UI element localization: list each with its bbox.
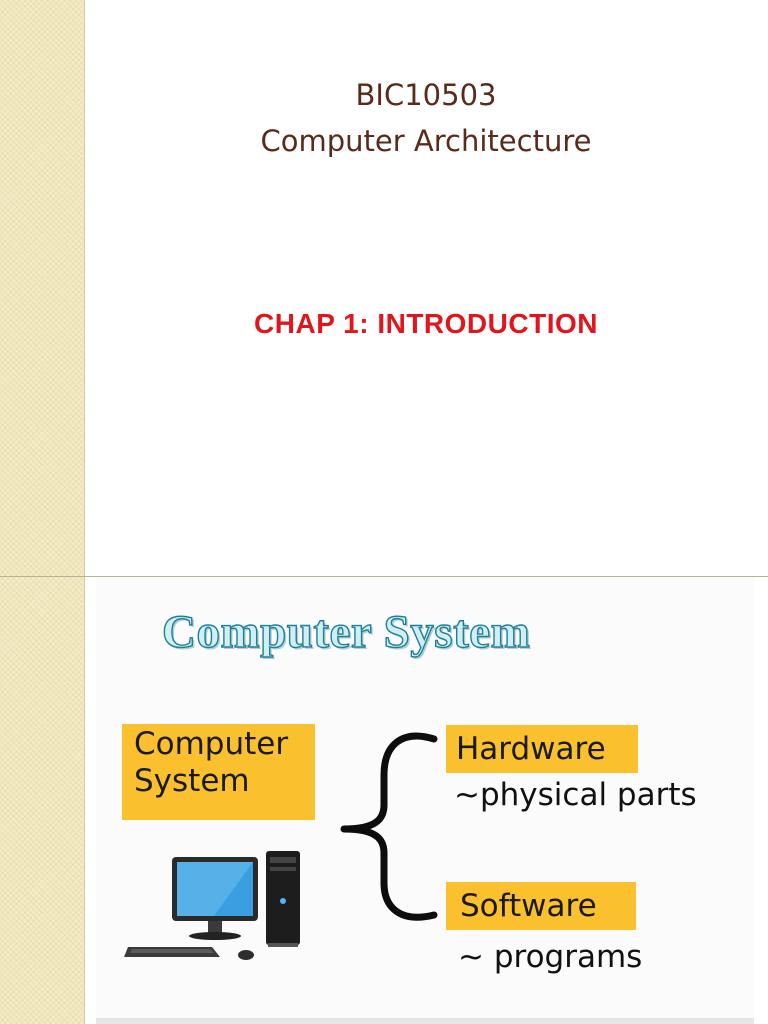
computer-system-diagram: Computer System Computer System Hardware… bbox=[96, 577, 754, 1024]
diagram-title: Computer System bbox=[161, 605, 531, 658]
course-name: Computer Architecture bbox=[260, 124, 592, 158]
slide-bottom-bar bbox=[96, 1018, 754, 1024]
software-description: ~ programs bbox=[458, 939, 643, 975]
slide-computer-system: Computer System Computer System Hardware… bbox=[0, 577, 768, 1024]
curly-brace-icon bbox=[340, 732, 438, 921]
slide-divider bbox=[0, 576, 768, 577]
desktop-computer-icon bbox=[124, 851, 300, 960]
computer-system-tag-line2: System bbox=[134, 763, 250, 799]
hardware-description: ~physical parts bbox=[454, 777, 697, 813]
slide-sidebar-pattern bbox=[0, 0, 85, 576]
chapter-heading: CHAP 1: INTRODUCTION bbox=[254, 308, 598, 339]
slide-sidebar-pattern bbox=[0, 577, 85, 1024]
slide-title: BIC10503 Computer Architecture CHAP 1: I… bbox=[0, 0, 598, 576]
software-tag: Software bbox=[446, 882, 636, 930]
computer-system-tag: Computer System bbox=[122, 724, 315, 820]
computer-system-tag-line1: Computer bbox=[134, 726, 289, 762]
course-code: BIC10503 bbox=[355, 78, 497, 112]
hardware-tag: Hardware bbox=[446, 725, 638, 773]
